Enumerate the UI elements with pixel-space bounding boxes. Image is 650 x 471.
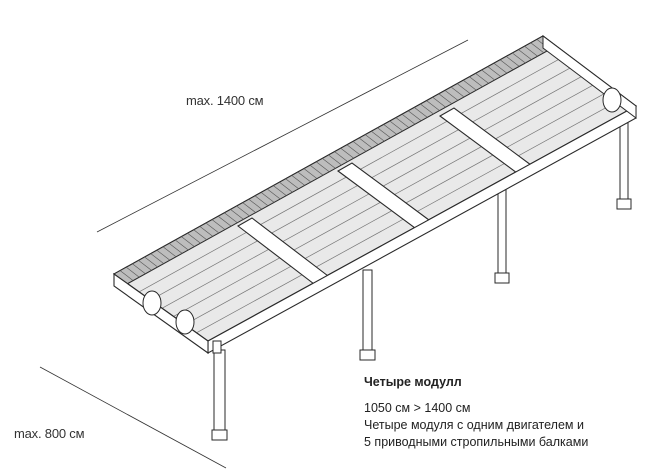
louvre-slat — [309, 164, 324, 176]
louvre-slat — [512, 52, 526, 64]
motor-rollers — [142, 87, 622, 335]
louvre-slat — [414, 107, 428, 118]
louvre-slat — [352, 141, 367, 152]
louvre-slat — [199, 226, 213, 237]
rear-post — [497, 184, 507, 276]
louvre-slat — [273, 185, 287, 196]
louvre-slat — [175, 239, 189, 251]
louvre-slat — [224, 212, 238, 224]
cross-beams — [237, 107, 537, 288]
louvre-slat — [211, 219, 226, 230]
front-posts — [211, 269, 376, 441]
louvre-slat — [524, 45, 538, 57]
louvre-slat — [181, 236, 195, 247]
length-dimension-line — [96, 39, 469, 233]
louvre-slat — [119, 270, 134, 281]
louvre-slat — [260, 192, 275, 203]
louvre-slat — [126, 266, 140, 278]
louvre-slat — [187, 232, 201, 244]
corner-post — [213, 349, 226, 437]
louvre-slat — [358, 137, 373, 149]
louvre-slat — [150, 253, 164, 264]
louvre-slat — [389, 120, 403, 132]
louvre-slat — [242, 202, 256, 213]
louvre-slat — [395, 117, 410, 128]
louvre-slat — [463, 79, 477, 91]
width-dimension-line — [39, 366, 227, 469]
front-post-base — [359, 349, 376, 361]
louvre-slat — [248, 198, 263, 210]
louvre-slat — [457, 83, 471, 94]
louvre-slat — [487, 66, 502, 77]
louvre-slat — [420, 103, 434, 115]
louvre-slat — [346, 144, 361, 156]
louvre-slat — [506, 56, 520, 67]
louvre-slat — [426, 100, 440, 111]
louvre-slat — [285, 178, 299, 190]
caption-line-1: 1050 см > 1400 см — [364, 401, 471, 415]
louvre-slat — [279, 181, 293, 193]
louvre-slat — [328, 154, 342, 166]
module-caption: Четыре модулл 1050 см > 1400 см Четыре м… — [364, 374, 644, 451]
louvre-slat — [303, 168, 318, 179]
louvre-slat — [444, 90, 459, 101]
louvre-slat — [193, 229, 207, 241]
louvre-slat — [493, 62, 508, 74]
louvre-slat — [481, 69, 495, 81]
roller-rear — [602, 87, 622, 113]
louvre-slat — [162, 246, 177, 258]
louvre-slats — [119, 39, 551, 281]
louvre-slat — [156, 249, 171, 261]
louvre-slat — [230, 209, 244, 220]
louvre-slat — [407, 110, 422, 122]
front-post — [362, 269, 373, 357]
roller-mid — [175, 309, 195, 335]
louvre-slat — [377, 127, 391, 139]
louvre-slat — [138, 260, 152, 271]
rear-post-base — [494, 272, 510, 284]
louvre-slat — [254, 195, 269, 207]
louvre-slat — [438, 93, 452, 105]
louvre-slat — [530, 42, 544, 54]
louvre-slat — [499, 59, 514, 71]
louvre-slat — [469, 76, 483, 88]
louvre-slat — [144, 256, 158, 268]
louvre-slat — [291, 175, 305, 186]
louvre-slat — [205, 222, 220, 234]
louvre-slat — [267, 188, 281, 200]
louvre-slat — [432, 96, 446, 108]
louvre-slat — [340, 147, 354, 159]
length-dimension-label: max. 1400 см — [186, 93, 264, 108]
louvre-slat — [322, 158, 336, 169]
louvre-slat — [132, 263, 146, 275]
louvre-slat — [168, 243, 183, 254]
louvre-slat — [316, 161, 330, 173]
corner-post-base — [211, 429, 228, 441]
louvre-slat — [297, 171, 312, 183]
caption-line-2: Четыре модуля с одним двигателем и — [364, 418, 584, 432]
louvre-slat — [518, 49, 532, 60]
caption-title: Четыре модулл — [364, 375, 462, 389]
louvre-slat — [236, 205, 250, 217]
louvre-slat — [371, 130, 385, 142]
louvre-slat — [383, 124, 397, 135]
caption-line-3: 5 приводными стропильными балками — [364, 435, 589, 449]
louvre-slat — [450, 86, 465, 98]
louvre-slat — [218, 215, 232, 227]
louvre-slat — [475, 73, 489, 84]
width-dimension-label: max. 800 см — [14, 426, 85, 441]
louvre-slat — [334, 151, 348, 162]
rear-post-base — [616, 198, 632, 210]
louvre-slat — [365, 134, 379, 145]
roller-left — [142, 290, 162, 316]
louvre-slat — [401, 113, 416, 125]
corner-bracket — [212, 340, 222, 354]
